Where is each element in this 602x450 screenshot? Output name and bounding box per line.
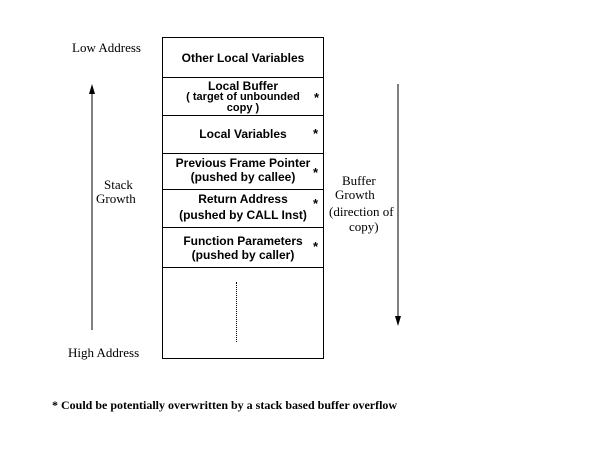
footnote: * Could be potentially overwritten by a …: [52, 398, 398, 412]
cell-label: Function Parameters: [183, 234, 303, 248]
cell-label: Local Variables: [199, 127, 287, 141]
overwrite-marker: *: [313, 165, 319, 180]
stack-growth-label-line2: Growth: [96, 191, 136, 206]
cell-label: Other Local Variables: [181, 51, 305, 65]
high-address-label: High Address: [68, 345, 140, 360]
cell-previous-frame-pointer: Previous Frame Pointer (pushed by callee…: [163, 154, 323, 190]
stack-continuation-dotted-line: [236, 282, 237, 342]
cell-label: Previous Frame Pointer: [175, 156, 311, 170]
cell-local-variables: Local Variables: [163, 116, 323, 154]
cell-label: Return Address: [198, 192, 288, 206]
buffer-growth-label-line2: Growth: [335, 187, 375, 202]
cell-sublabel: (pushed by caller): [191, 248, 295, 262]
buffer-growth-label-line1: Buffer: [342, 173, 376, 188]
overwrite-marker: *: [313, 239, 319, 254]
cell-local-buffer: Local Buffer ( target of unbounded copy …: [163, 78, 323, 116]
stack-growth-label-line1: Stack: [104, 177, 133, 192]
cell-sublabel: (pushed by CALL Inst): [179, 208, 307, 222]
cell-sublabel: ( target of unbounded: [186, 91, 300, 103]
overwrite-marker: *: [314, 90, 320, 105]
buffer-growth-label-line4: copy): [349, 219, 379, 234]
overwrite-marker: *: [313, 126, 319, 141]
overwrite-marker: *: [313, 196, 319, 211]
stack-growth-arrow-head: [89, 84, 95, 94]
cell-sublabel: (pushed by callee): [190, 170, 296, 184]
low-address-label: Low Address: [72, 40, 141, 55]
buffer-growth-label-line3: (direction of: [329, 204, 394, 219]
cell-label: Local Buffer: [207, 79, 278, 93]
stack-frame: Other Local Variables Local Buffer ( tar…: [162, 37, 324, 359]
cell-sublabel-2: copy ): [226, 102, 260, 114]
cell-other-local-variables: Other Local Variables: [163, 38, 323, 78]
cell-function-parameters: Function Parameters (pushed by caller): [163, 228, 323, 268]
cell-return-address: Return Address (pushed by CALL Inst): [163, 190, 323, 228]
buffer-growth-arrow-head: [395, 316, 401, 326]
